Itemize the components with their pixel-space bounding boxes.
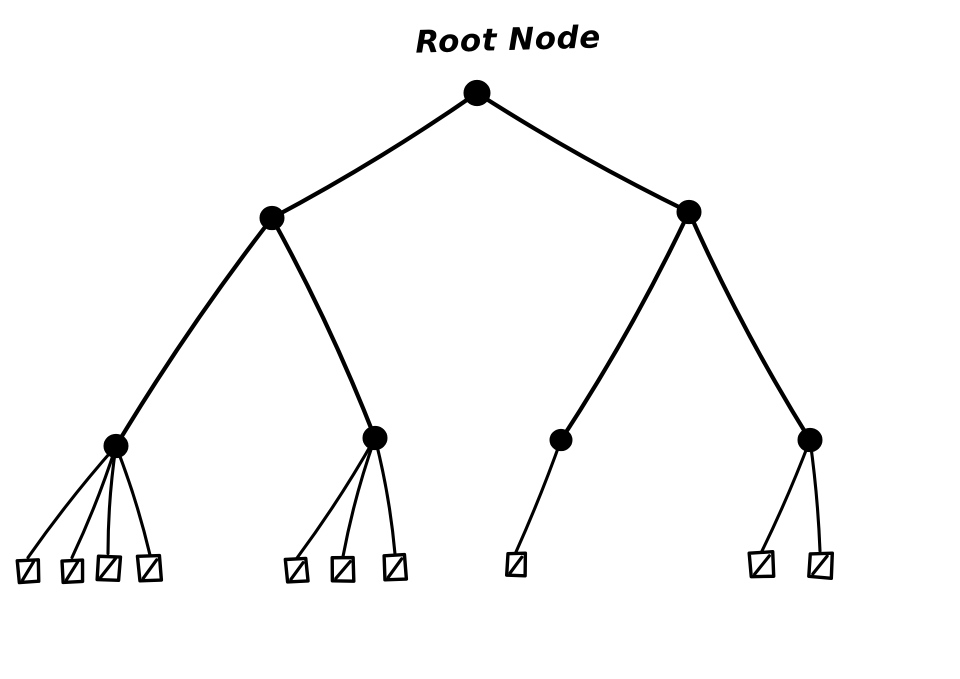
leaf-node[interactable] bbox=[15, 558, 41, 585]
leaf-box-outline bbox=[283, 556, 310, 584]
leaf-box-outline bbox=[747, 550, 776, 579]
tree-edge bbox=[808, 438, 822, 553]
leaf-node[interactable] bbox=[747, 550, 776, 579]
tree-node-dot[interactable] bbox=[103, 433, 129, 459]
leaf-node[interactable] bbox=[807, 551, 835, 580]
tree-edge bbox=[269, 90, 480, 221]
tree-edge bbox=[26, 444, 118, 560]
leaf-box-outline bbox=[60, 558, 85, 585]
tree-edge bbox=[686, 209, 813, 443]
tree-edge bbox=[113, 215, 275, 449]
leaf-box-outline bbox=[504, 551, 528, 578]
leaf-box-outline bbox=[95, 554, 123, 583]
leaf-node[interactable] bbox=[135, 553, 164, 583]
tree-edge bbox=[269, 215, 378, 441]
leaf-slash-mark bbox=[811, 554, 829, 576]
leaf-node[interactable] bbox=[95, 554, 123, 583]
tree-node-dot[interactable] bbox=[549, 428, 573, 452]
leaf-slash-mark bbox=[99, 557, 117, 579]
tree-edge bbox=[295, 436, 377, 560]
tree-node-dot[interactable] bbox=[259, 205, 285, 231]
tree-node-dot[interactable] bbox=[676, 199, 702, 225]
tree-edge bbox=[114, 444, 152, 557]
leaf-node[interactable] bbox=[283, 556, 310, 584]
tree-node-dot[interactable] bbox=[797, 427, 823, 453]
leaf-slash-mark bbox=[141, 558, 159, 580]
leaf-box-outline bbox=[135, 553, 164, 583]
leaf-node[interactable] bbox=[60, 558, 85, 585]
tree-edge bbox=[373, 436, 397, 556]
leaf-slash-mark bbox=[334, 560, 352, 580]
leaf-box-outline bbox=[15, 558, 41, 585]
leaf-layer bbox=[15, 550, 835, 585]
node-layer bbox=[103, 79, 823, 459]
root-node-label: Root Node bbox=[414, 19, 602, 61]
leaf-box-outline bbox=[807, 551, 835, 580]
leaf-slash-mark bbox=[508, 555, 524, 575]
tree-edge bbox=[514, 438, 563, 554]
tree-node-dot[interactable] bbox=[362, 425, 388, 451]
leaf-node[interactable] bbox=[330, 555, 356, 583]
tree-edge bbox=[474, 90, 692, 215]
leaf-box-outline bbox=[382, 552, 409, 582]
leaf-node[interactable] bbox=[504, 551, 528, 578]
leaf-slash-mark bbox=[386, 557, 404, 579]
tree-edge bbox=[341, 436, 377, 559]
tree-edge bbox=[760, 438, 812, 553]
root-node-dot[interactable] bbox=[463, 79, 491, 107]
leaf-node[interactable] bbox=[382, 552, 409, 582]
edge-layer bbox=[26, 90, 822, 560]
tree-edge bbox=[70, 444, 118, 560]
leaf-slash-mark bbox=[753, 554, 771, 576]
leaf-slash-mark bbox=[64, 560, 80, 582]
leaf-slash-mark bbox=[21, 560, 35, 582]
leaf-box-outline bbox=[330, 555, 356, 583]
tree-edge bbox=[558, 209, 692, 443]
leaf-slash-mark bbox=[289, 561, 305, 581]
